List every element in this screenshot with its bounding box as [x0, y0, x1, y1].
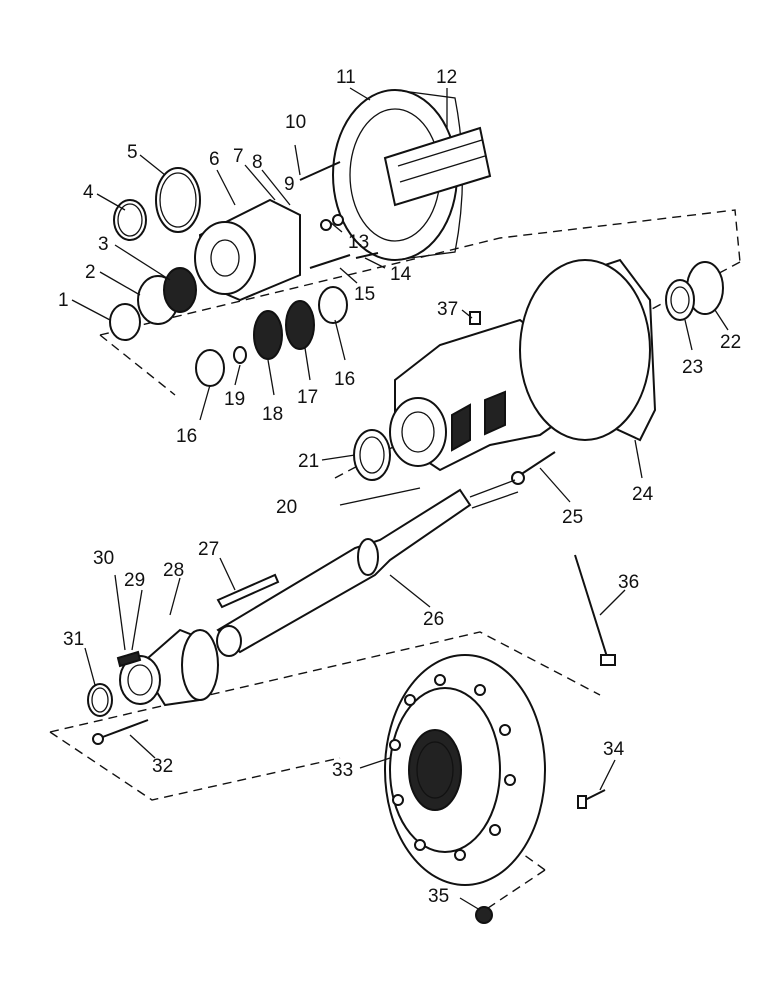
wheel-stud: [577, 789, 606, 809]
callout-1: 1: [58, 290, 69, 311]
callout-25: 25: [562, 507, 583, 528]
callout-27: 27: [198, 539, 219, 560]
callout-18: 18: [262, 404, 283, 425]
callout-28: 28: [163, 560, 184, 581]
callout-22: 22: [720, 332, 741, 353]
callout-8: 8: [252, 152, 263, 173]
callout-33: 33: [332, 760, 353, 781]
callout-23: 23: [682, 357, 703, 378]
callout-9: 9: [284, 174, 295, 195]
callout-6: 6: [209, 149, 220, 170]
leader-lines: [71, 87, 729, 911]
callout-36: 36: [618, 572, 639, 593]
callout-31: 31: [63, 629, 84, 650]
hub: [119, 628, 220, 707]
callout-16b: 16: [176, 426, 197, 447]
axle-shaft: [216, 479, 519, 657]
callout-17: 17: [297, 387, 318, 408]
callout-24: 24: [632, 484, 654, 505]
callout-30: 30: [93, 548, 114, 569]
key: [216, 573, 280, 609]
wheel-hub-flange: [384, 654, 546, 886]
callout-12: 12: [436, 67, 457, 88]
callout-7: 7: [233, 146, 244, 167]
callout-3: 3: [98, 234, 109, 255]
callout-10: 10: [285, 112, 306, 133]
callout-2: 2: [85, 262, 96, 283]
callout-34: 34: [603, 739, 625, 760]
bolt-25: [511, 451, 556, 485]
splined-shaft: [383, 126, 492, 207]
callout-19: 19: [224, 389, 245, 410]
callout-35: 35: [428, 886, 449, 907]
callout-14: 14: [390, 264, 412, 285]
callout-13: 13: [348, 232, 369, 253]
callout-16a: 16: [334, 369, 355, 390]
planet-carrier: [194, 198, 301, 302]
callout-26: 26: [423, 609, 444, 630]
callout-11: 11: [336, 67, 356, 88]
callout-15: 15: [354, 284, 375, 305]
small-key: [116, 650, 142, 668]
axle-housing: [389, 258, 657, 472]
callout-4: 4: [83, 182, 94, 203]
callout-29: 29: [124, 570, 145, 591]
callout-5: 5: [127, 142, 138, 163]
wheel-nut: [475, 906, 493, 924]
long-bolt: [574, 554, 616, 666]
planet-gears: [195, 286, 348, 387]
callout-32: 32: [152, 756, 173, 777]
snap-ring: [87, 683, 113, 717]
callout-37: 37: [437, 299, 458, 320]
rings-and-bearings: [109, 167, 201, 341]
pins: [299, 161, 379, 269]
callout-21: 21: [298, 451, 319, 472]
seal: [353, 429, 391, 481]
callout-20: 20: [276, 497, 297, 518]
callouts: 1 2 3 4 5 6 7 8 9 10 11 12 13 14 15 16 1…: [58, 67, 741, 907]
bearing-cups: [665, 261, 724, 321]
bolt-32: [92, 719, 149, 745]
